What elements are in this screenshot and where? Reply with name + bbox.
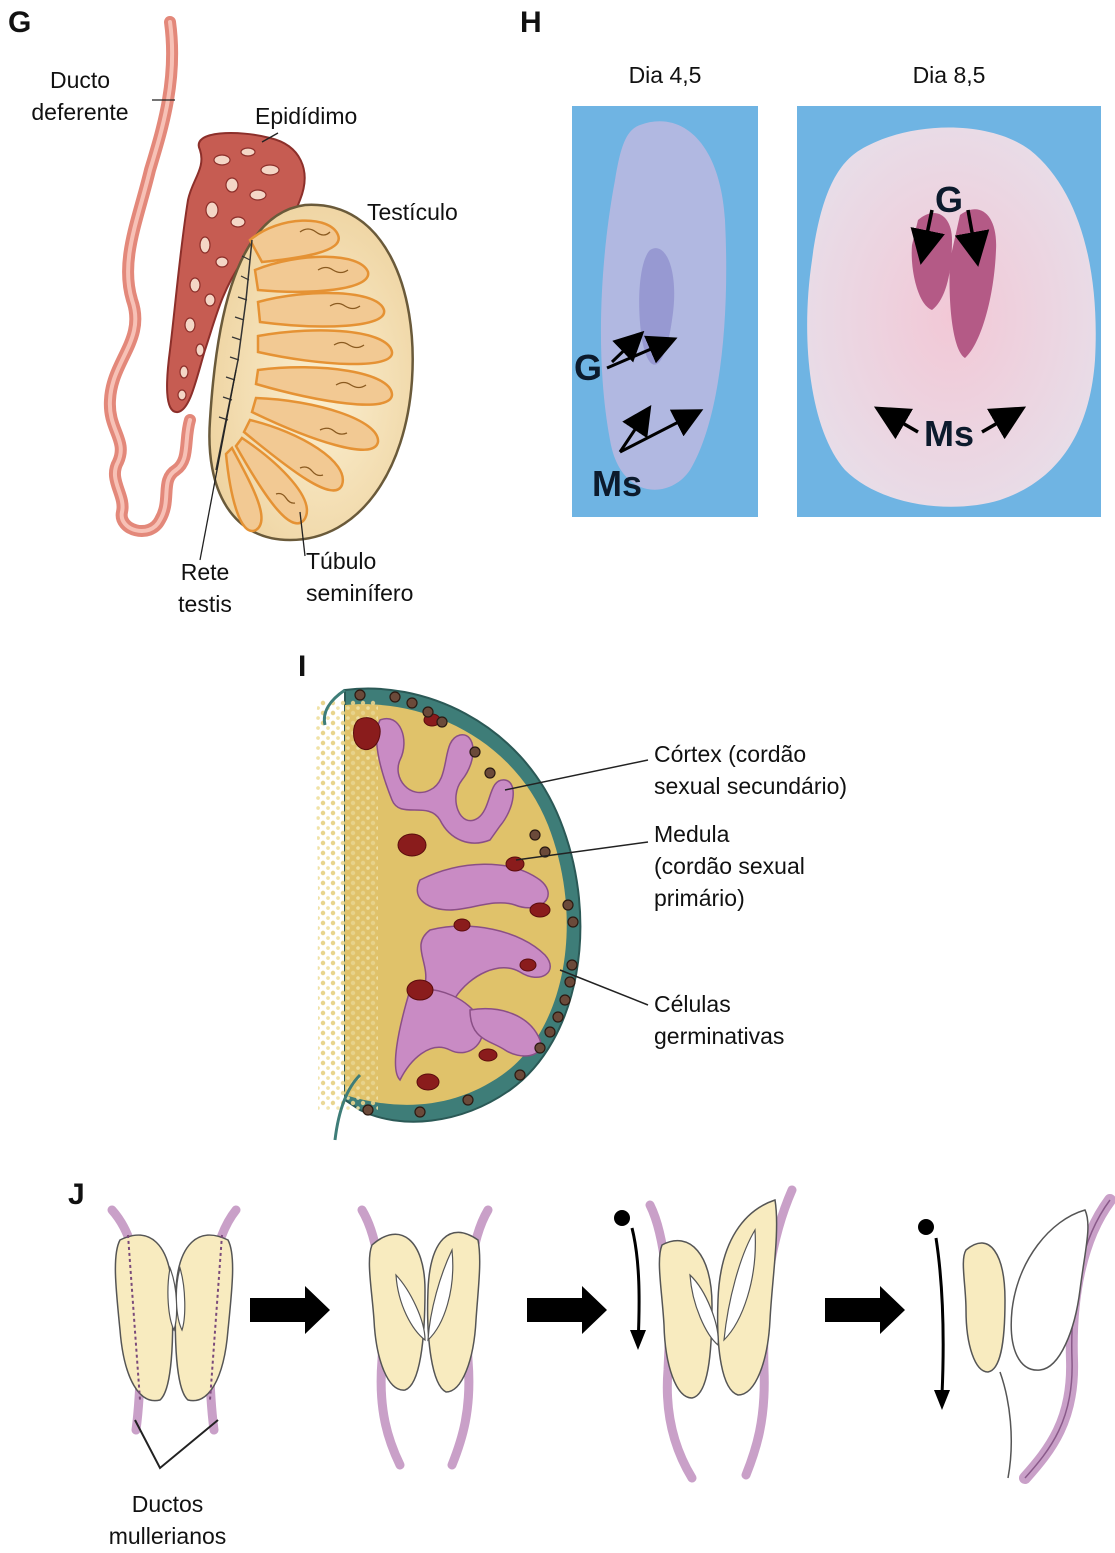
photo-title-dia-4-5: Dia 4,5 <box>572 62 758 89</box>
photo-title-dia-8-5: Dia 8,5 <box>797 62 1101 89</box>
label-epididimo: Epidídimo <box>255 100 357 132</box>
label-medula: Medula (cordão sexual primário) <box>654 818 805 914</box>
label-cortex: Córtex (cordão sexual secundário) <box>654 738 847 802</box>
label-ducto-deferente: Ducto deferente <box>20 64 140 128</box>
photo-label-ms-left: Ms <box>592 466 642 502</box>
label-testiculo: Testículo <box>367 196 458 228</box>
label-tubulo-seminifero: Túbulo seminífero <box>306 545 413 609</box>
label-rete-testis: Rete testis <box>160 556 250 620</box>
photo-label-ms-right: Ms <box>924 416 974 452</box>
label-ductos-mullerianos: Ductos mullerianos <box>90 1488 245 1552</box>
label-celulas-germinativas: Células germinativas <box>654 988 784 1052</box>
photo-label-g-left: G <box>574 350 602 386</box>
photo-label-g-right: G <box>935 182 963 218</box>
